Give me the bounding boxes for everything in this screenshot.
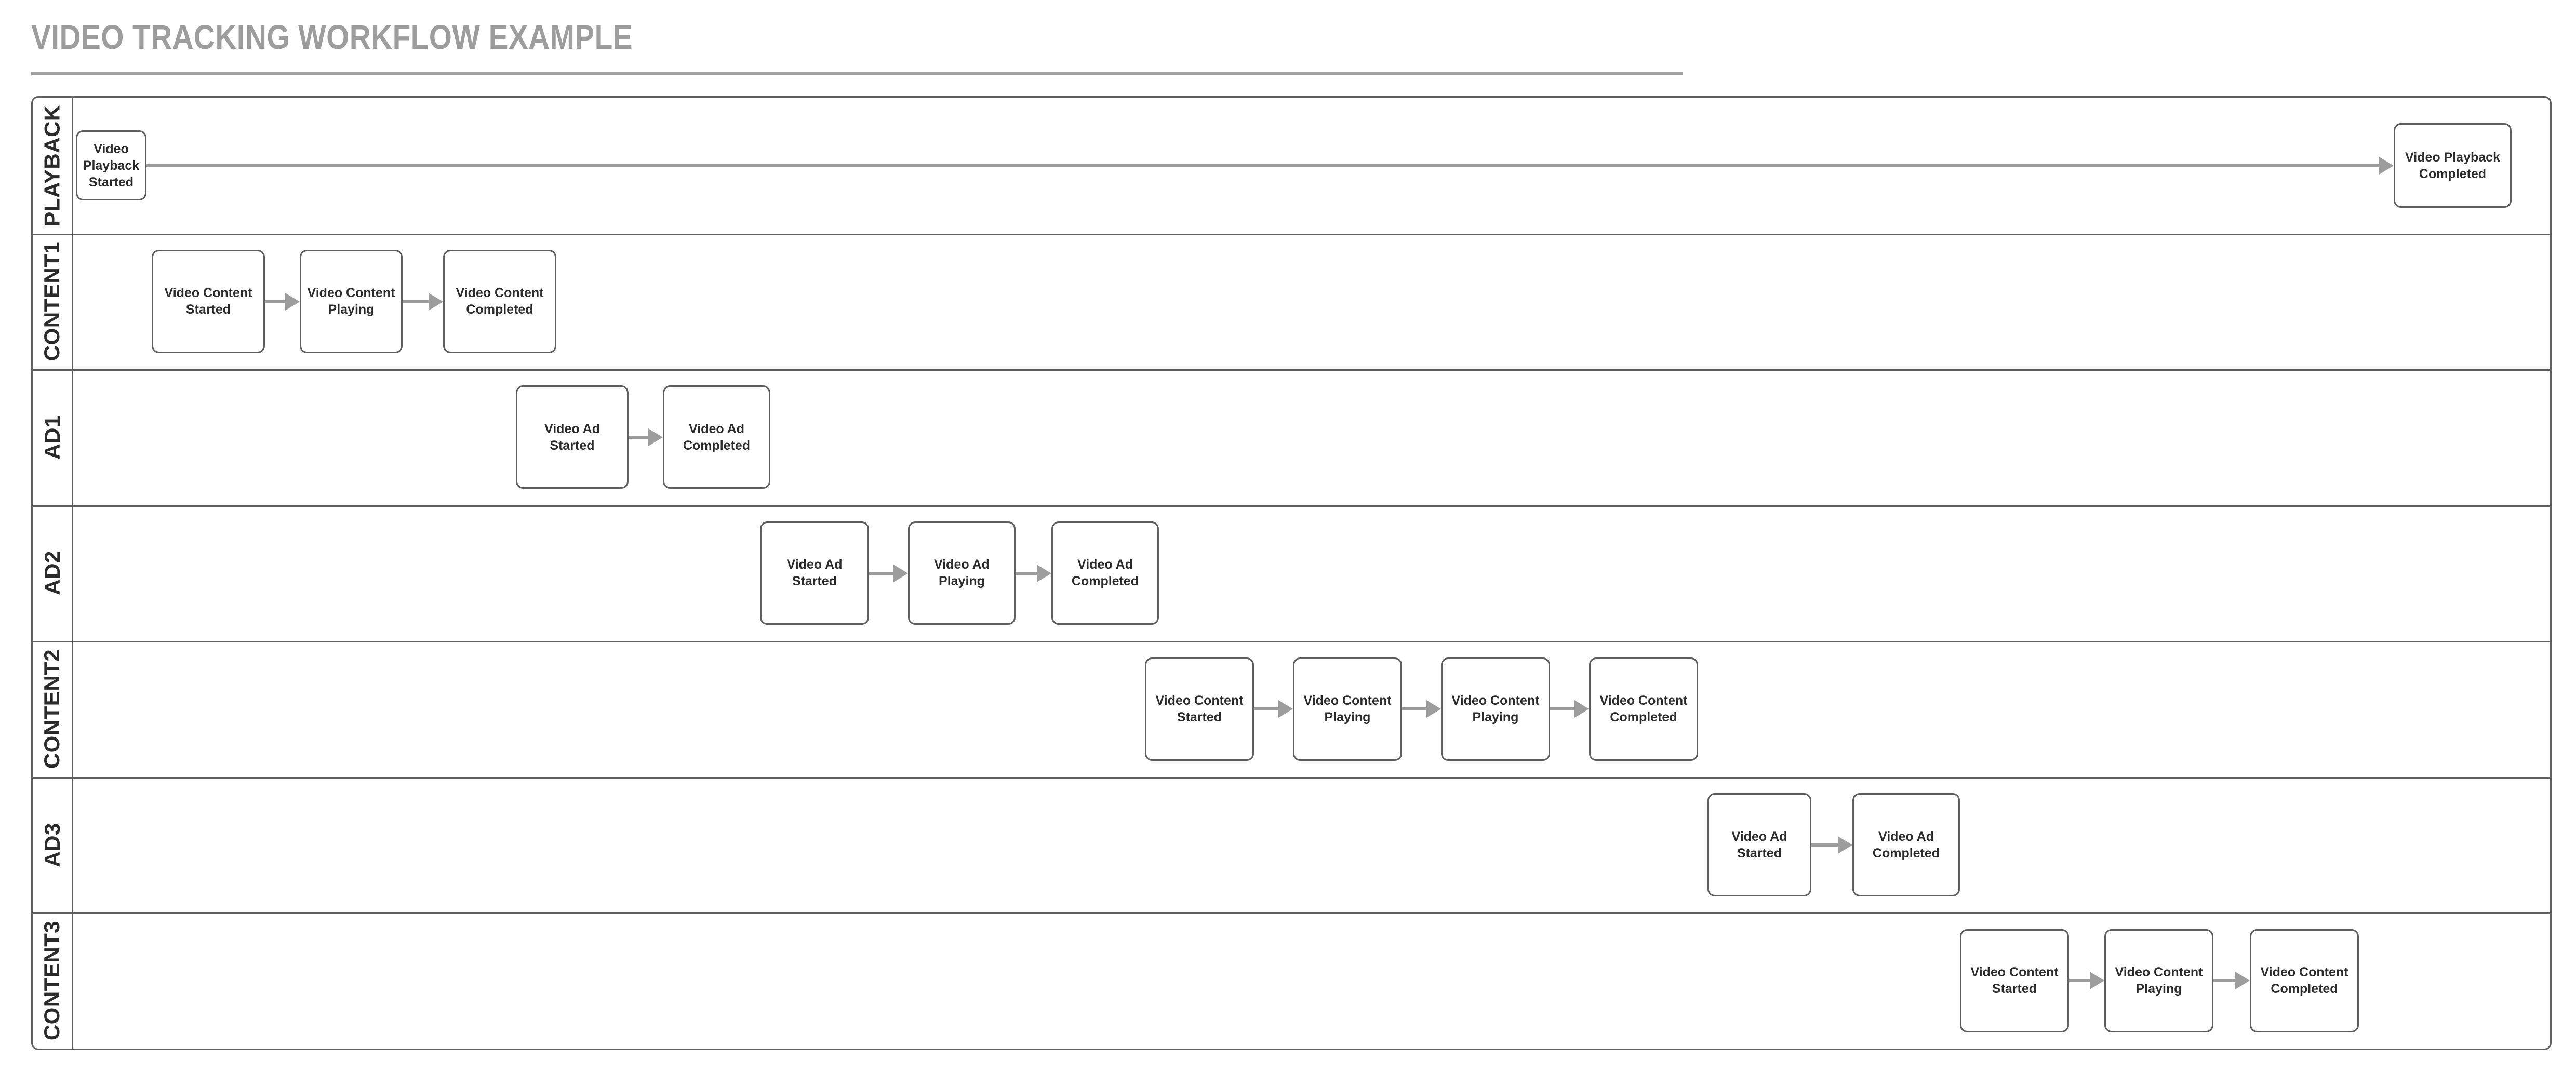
connector-line (2213, 979, 2236, 983)
lane-body: Video Playback Started Video Playback Com… (73, 98, 2550, 234)
connector-arrowhead-icon (1278, 700, 1293, 718)
lane-label-cell-ad3: AD3 (33, 776, 73, 913)
connector-arrowhead-icon (429, 292, 443, 311)
connector-line (1550, 707, 1576, 711)
lane-label-cell-content2: CONTENT2 (33, 641, 73, 777)
flow-node[interactable]: Video Content Started (1145, 657, 1254, 761)
connector-line (1811, 843, 1839, 847)
connector-line (1016, 571, 1038, 575)
lane-label-text: CONTENT2 (39, 649, 64, 769)
flow-node[interactable]: Video Ad Started (1707, 793, 1811, 897)
flow-node[interactable]: Video Content Started (1960, 929, 2069, 1032)
lane-label-cell-ad2: AD2 (33, 505, 73, 641)
title-underline (31, 72, 1683, 75)
lane-label-text: CONTENT3 (39, 921, 64, 1041)
lane-label-cell-playback: PLAYBACK (33, 98, 73, 234)
connector-arrowhead-icon (285, 292, 300, 311)
connector-line (146, 164, 2380, 167)
swimlane-ad1: AD1 Video Ad Started Video Ad Completed (33, 369, 2550, 505)
lane-divider (33, 233, 2550, 235)
flow-node[interactable]: Video Ad Started (516, 385, 629, 489)
connector-arrowhead-icon (2235, 972, 2250, 990)
connector-line (2069, 979, 2091, 983)
lane-body: Video Ad Started Video Ad Completed (73, 777, 2550, 913)
connector-arrowhead-icon (1037, 564, 1051, 582)
lane-body: Video Ad Started Video Ad Completed (73, 369, 2550, 505)
connector-arrowhead-icon (1838, 836, 1852, 854)
lane-label-text: PLAYBACK (39, 105, 64, 226)
connector-arrowhead-icon (2090, 972, 2104, 990)
flow-node[interactable]: Video Ad Completed (1051, 521, 1159, 625)
lane-divider (33, 776, 2550, 779)
connector-arrowhead-icon (2379, 157, 2394, 175)
flow-node[interactable]: Video Content Completed (443, 249, 556, 353)
connector-arrowhead-icon (1574, 700, 1589, 718)
connector-arrowhead-icon (648, 428, 663, 447)
lane-divider (33, 505, 2550, 507)
lane-label-text: AD1 (39, 415, 64, 460)
flow-node[interactable]: Video Playback Completed (2394, 123, 2512, 208)
flow-node[interactable]: Video Content Playing (300, 249, 403, 353)
flow-node[interactable]: Video Content Completed (1589, 657, 1698, 761)
page-title-text: VIDEO TRACKING WORKFLOW EXAMPLE (31, 18, 633, 56)
connector-line (1402, 707, 1427, 711)
flow-node[interactable]: Video Content Started (152, 249, 265, 353)
flow-node[interactable]: Video Ad Completed (663, 385, 770, 489)
lane-label-text: AD2 (39, 551, 64, 596)
swimlane-ad3: AD3 Video Ad Started Video Ad Completed (33, 776, 2550, 913)
connector-arrowhead-icon (893, 564, 908, 582)
lane-body: Video Content Started Video Content Playi… (73, 641, 2550, 777)
connector-line (629, 436, 649, 439)
connector-line (265, 300, 286, 303)
lane-label-text: CONTENT1 (39, 241, 64, 361)
connector-line (1254, 707, 1279, 711)
flow-node[interactable]: Video Content Playing (1293, 657, 1402, 761)
lane-body: Video Content Started Video Content Playi… (73, 234, 2550, 370)
lane-label-text: AD3 (39, 822, 64, 867)
lane-body: Video Ad Started Video Ad Playing Video Ad… (73, 505, 2550, 641)
flow-node[interactable]: Video Ad Completed (1852, 793, 1960, 897)
flow-node[interactable]: Video Content Completed (2250, 929, 2359, 1032)
lane-divider (33, 369, 2550, 371)
flow-node[interactable]: Video Playback Started (76, 130, 146, 201)
connector-line (403, 300, 430, 303)
page-title: VIDEO TRACKING WORKFLOW EXAMPLE (31, 20, 1683, 54)
lane-body: Video Content Started Video Content Playi… (73, 912, 2550, 1049)
flow-node[interactable]: Video Ad Started (760, 521, 869, 625)
flow-node[interactable]: Video Ad Playing (908, 521, 1016, 625)
lane-label-cell-ad1: AD1 (33, 369, 73, 505)
flow-node[interactable]: Video Content Playing (1441, 657, 1550, 761)
lane-divider (33, 912, 2550, 915)
connector-arrowhead-icon (1426, 700, 1441, 718)
lane-divider (33, 641, 2550, 643)
flow-node[interactable]: Video Content Playing (2104, 929, 2213, 1032)
lane-label-cell-content1: CONTENT1 (33, 233, 73, 370)
lane-label-cell-content3: CONTENT3 (33, 912, 73, 1049)
connector-line (869, 571, 895, 575)
